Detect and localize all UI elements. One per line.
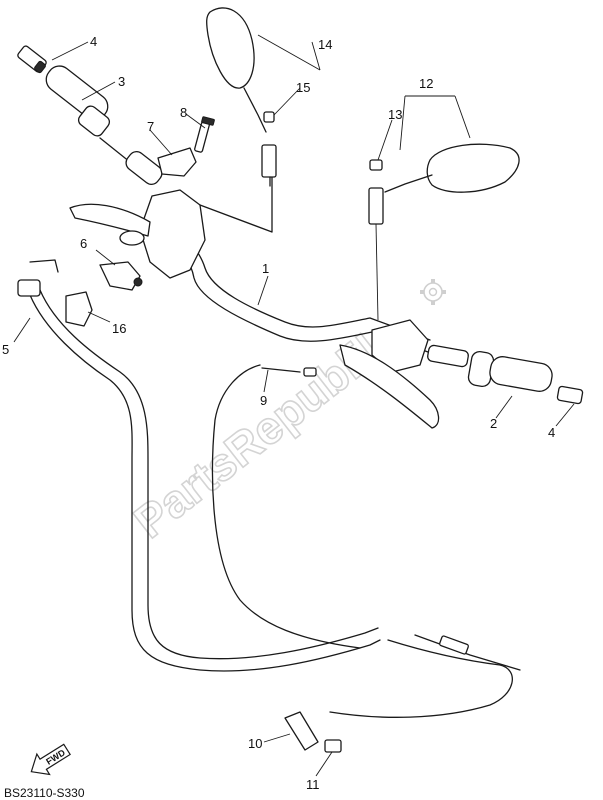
- callout-6: 6: [80, 236, 87, 251]
- left-mirror: [206, 7, 277, 187]
- callout-7: 7: [147, 119, 154, 134]
- holder-and-bolt: [157, 116, 215, 177]
- callout-numbers: 1 2 3 4 4 5 6 7 8 9 10 11 12 13 14 15 16: [2, 34, 555, 792]
- diagram-code: BS23110-S330: [4, 786, 85, 800]
- watermark-gear-icon: [420, 279, 446, 305]
- callout-10: 10: [248, 736, 262, 751]
- right-switch-grip: [339, 319, 584, 429]
- fwd-arrow-icon: FWD: [30, 743, 71, 776]
- callout-14: 14: [318, 37, 332, 52]
- right-mirror: [368, 143, 520, 321]
- callout-15: 15: [296, 80, 310, 95]
- callout-1: 1: [262, 261, 269, 276]
- callout-11: 11: [306, 777, 320, 792]
- cable-holder: [65, 291, 93, 327]
- callout-9: 9: [260, 393, 267, 408]
- callout-13: 13: [388, 107, 402, 122]
- callout-5: 5: [2, 342, 9, 357]
- callout-4-right: 4: [548, 425, 555, 440]
- callout-16: 16: [112, 321, 126, 336]
- clamp: [99, 261, 143, 291]
- callout-3: 3: [118, 74, 125, 89]
- callout-leaders: [13, 34, 575, 777]
- throttle-cables: [17, 259, 521, 718]
- callout-2: 2: [490, 416, 497, 431]
- callout-8: 8: [180, 105, 187, 120]
- callout-12: 12: [419, 76, 433, 91]
- watermark: PartsRepublik: [123, 279, 446, 549]
- callout-4-left: 4: [90, 34, 97, 49]
- cable-bracket: [284, 711, 342, 753]
- left-grip-assembly: [17, 45, 163, 185]
- left-switch-lever: [69, 174, 273, 279]
